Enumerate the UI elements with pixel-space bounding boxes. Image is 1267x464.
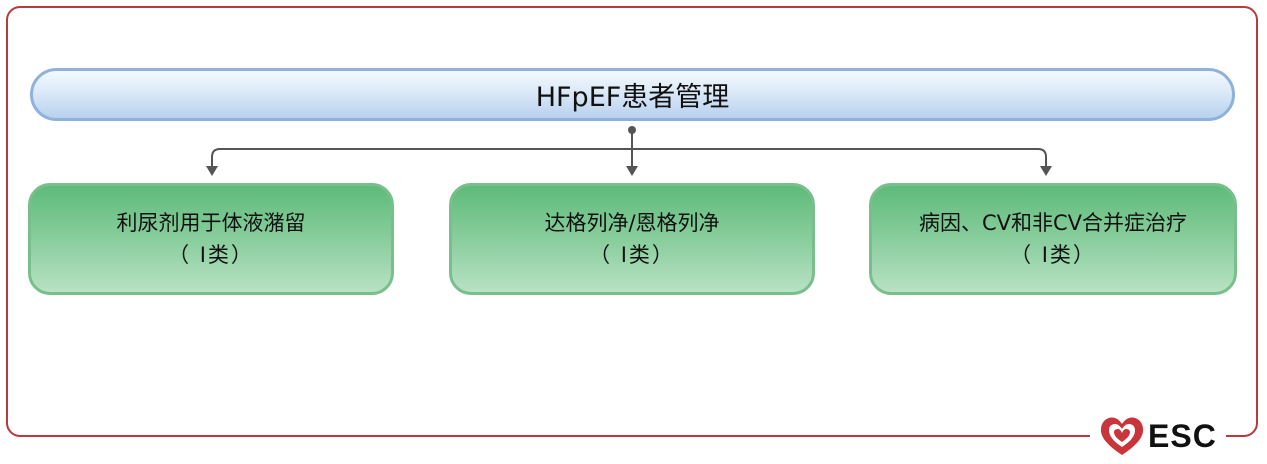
arrow-left-icon [206,166,218,176]
box-sglt2i-class: （ Ⅰ类） [589,243,675,267]
arrow-right-icon [1040,166,1052,176]
box-comorbidities: 病因、CV和非CV合并症治疗 （ Ⅰ类） [869,183,1237,295]
esc-logo-text: ESC [1148,418,1217,454]
box-sglt2i: 达格列净/恩格列净 （ Ⅰ类） [449,183,815,295]
box-comorbidities-class: （ Ⅰ类） [1010,243,1096,267]
box-diuretics-class: （ Ⅰ类） [168,243,254,267]
diagram-frame [6,6,1258,437]
box-comorbidities-line1: 病因、CV和非CV合并症治疗 [918,211,1188,235]
header-bar: HFpEF患者管理 [30,68,1235,121]
header-title: HFpEF患者管理 [535,82,730,113]
esc-heart-logo-icon [1100,417,1144,455]
box-sglt2i-line1: 达格列净/恩格列净 [544,211,720,235]
arrow-center-icon [626,166,638,176]
connector-branch [211,148,1047,168]
box-diuretics: 利尿剂用于体液潴留 （ Ⅰ类） [28,183,394,295]
box-diuretics-line1: 利尿剂用于体液潴留 [116,211,306,235]
